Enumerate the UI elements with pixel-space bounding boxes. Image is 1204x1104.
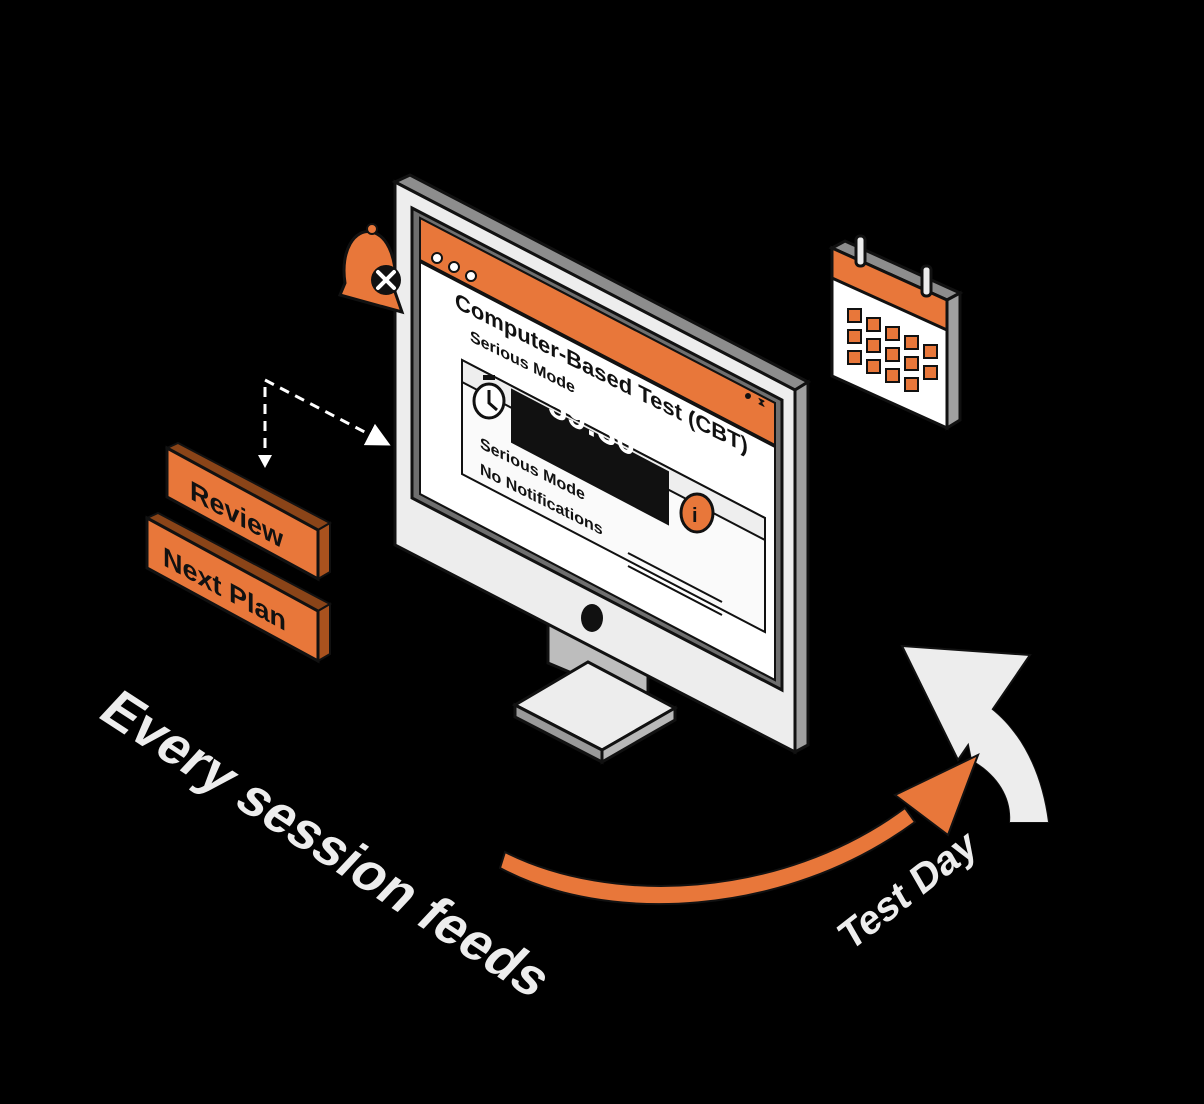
calendar-icon	[828, 234, 964, 431]
white-curved-arrow	[900, 644, 1050, 823]
review-card[interactable]	[164, 441, 333, 582]
main-caption: Every session feeds	[88, 680, 565, 1008]
dashed-flow-arrow	[258, 377, 391, 468]
window-dots-icon	[431, 252, 477, 282]
svg-text:⧗: ⧗	[758, 395, 766, 410]
panel-controls-icon: ⧗	[745, 393, 766, 410]
apple-logo-icon	[581, 604, 603, 632]
info-icon: i	[679, 492, 715, 534]
stopwatch-icon	[472, 375, 506, 420]
bell-muted-icon	[337, 223, 405, 315]
orange-curved-arrow	[498, 753, 980, 906]
svg-text:i: i	[692, 505, 698, 527]
monitor-stand	[511, 615, 679, 765]
monitor: ⧗ i	[391, 173, 812, 755]
next-plan-card[interactable]	[144, 511, 333, 664]
